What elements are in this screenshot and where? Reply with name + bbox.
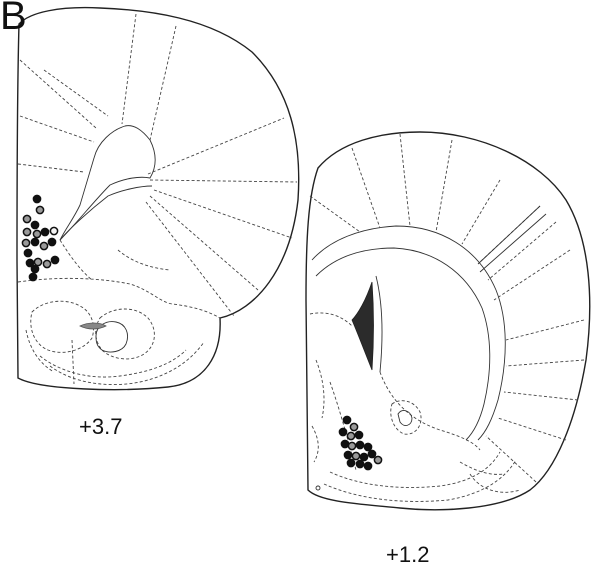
caudal-anterior-commissure: [398, 411, 412, 426]
injection-site-marker: [31, 238, 38, 245]
injection-site-marker: [343, 416, 350, 423]
injection-site-marker: [33, 195, 40, 202]
caudal-ventral-structures: [324, 401, 520, 502]
injection-site-marker: [29, 273, 36, 280]
injection-site-marker: [339, 428, 346, 435]
panel-letter: B: [0, 0, 27, 39]
injection-site-marker: [356, 441, 363, 448]
rostral-ventral-structures: [26, 301, 204, 384]
injection-site-marker: [24, 249, 31, 256]
injection-site-marker: [50, 227, 57, 234]
rostral-cortex-lines: [18, 14, 297, 316]
injection-site-marker: [33, 230, 40, 237]
injection-site-marker: [364, 443, 371, 450]
injection-site-marker: [364, 462, 371, 469]
rostral-injection-sites: [22, 195, 58, 280]
caudal-small-marker: [316, 486, 320, 490]
injection-site-marker: [34, 258, 41, 265]
injection-site-marker: [360, 453, 367, 460]
injection-site-marker: [41, 228, 48, 235]
injection-site-marker: [31, 221, 38, 228]
injection-site-marker: [347, 459, 354, 466]
injection-site-marker: [26, 259, 33, 266]
section-caudal: [306, 132, 590, 510]
caudal-callosum-inner: [316, 248, 490, 440]
rostral-striatum-boundary: [18, 240, 220, 318]
injection-site-marker: [341, 440, 348, 447]
injection-site-marker: [350, 423, 357, 430]
rostral-callosum-inner: [60, 186, 152, 240]
coordinate-label-caudal: +1.2: [386, 542, 429, 568]
injection-site-marker: [356, 460, 363, 467]
injection-site-marker: [48, 238, 55, 245]
injection-site-marker: [36, 206, 43, 213]
injection-site-marker: [22, 239, 29, 246]
caudal-injection-sites: [339, 416, 381, 469]
injection-site-marker: [23, 228, 30, 235]
injection-site-marker: [352, 452, 359, 459]
section-rostral: [17, 8, 299, 390]
injection-site-marker: [43, 260, 50, 267]
coordinate-label-rostral: +3.7: [79, 414, 122, 440]
injection-site-marker: [374, 456, 381, 463]
injection-site-marker: [368, 450, 375, 457]
rostral-ventricle-outline: [60, 126, 155, 240]
caudal-lateral-ventricle: [352, 282, 374, 370]
injection-site-marker: [23, 215, 30, 222]
caudal-striatum-boundary: [310, 313, 480, 470]
injection-site-marker: [344, 451, 351, 458]
caudal-ventricle-edge: [376, 276, 382, 372]
rostral-hemisphere-outline: [17, 8, 299, 390]
rostral-small-ventricle: [80, 323, 106, 329]
injection-site-marker: [347, 432, 354, 439]
injection-site-marker: [40, 242, 47, 249]
injection-site-marker: [348, 442, 355, 449]
injection-site-marker: [355, 431, 362, 438]
injection-site-marker: [51, 256, 58, 263]
